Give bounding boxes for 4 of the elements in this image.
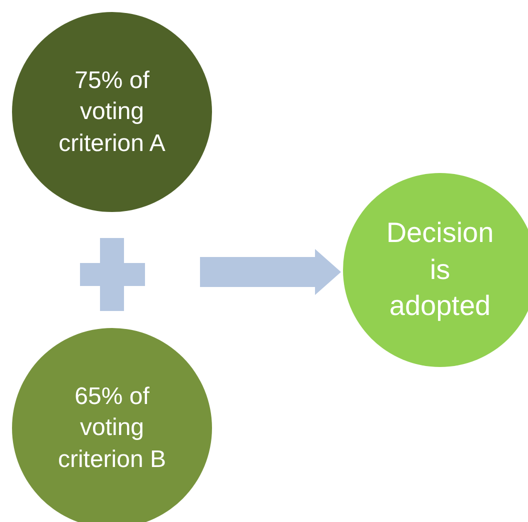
node-label: Decision is adopted <box>386 216 494 324</box>
node-label: 75% of voting criterion A <box>58 66 166 159</box>
node-label: 65% of voting criterion B <box>56 382 168 475</box>
block-arrow <box>200 249 341 295</box>
